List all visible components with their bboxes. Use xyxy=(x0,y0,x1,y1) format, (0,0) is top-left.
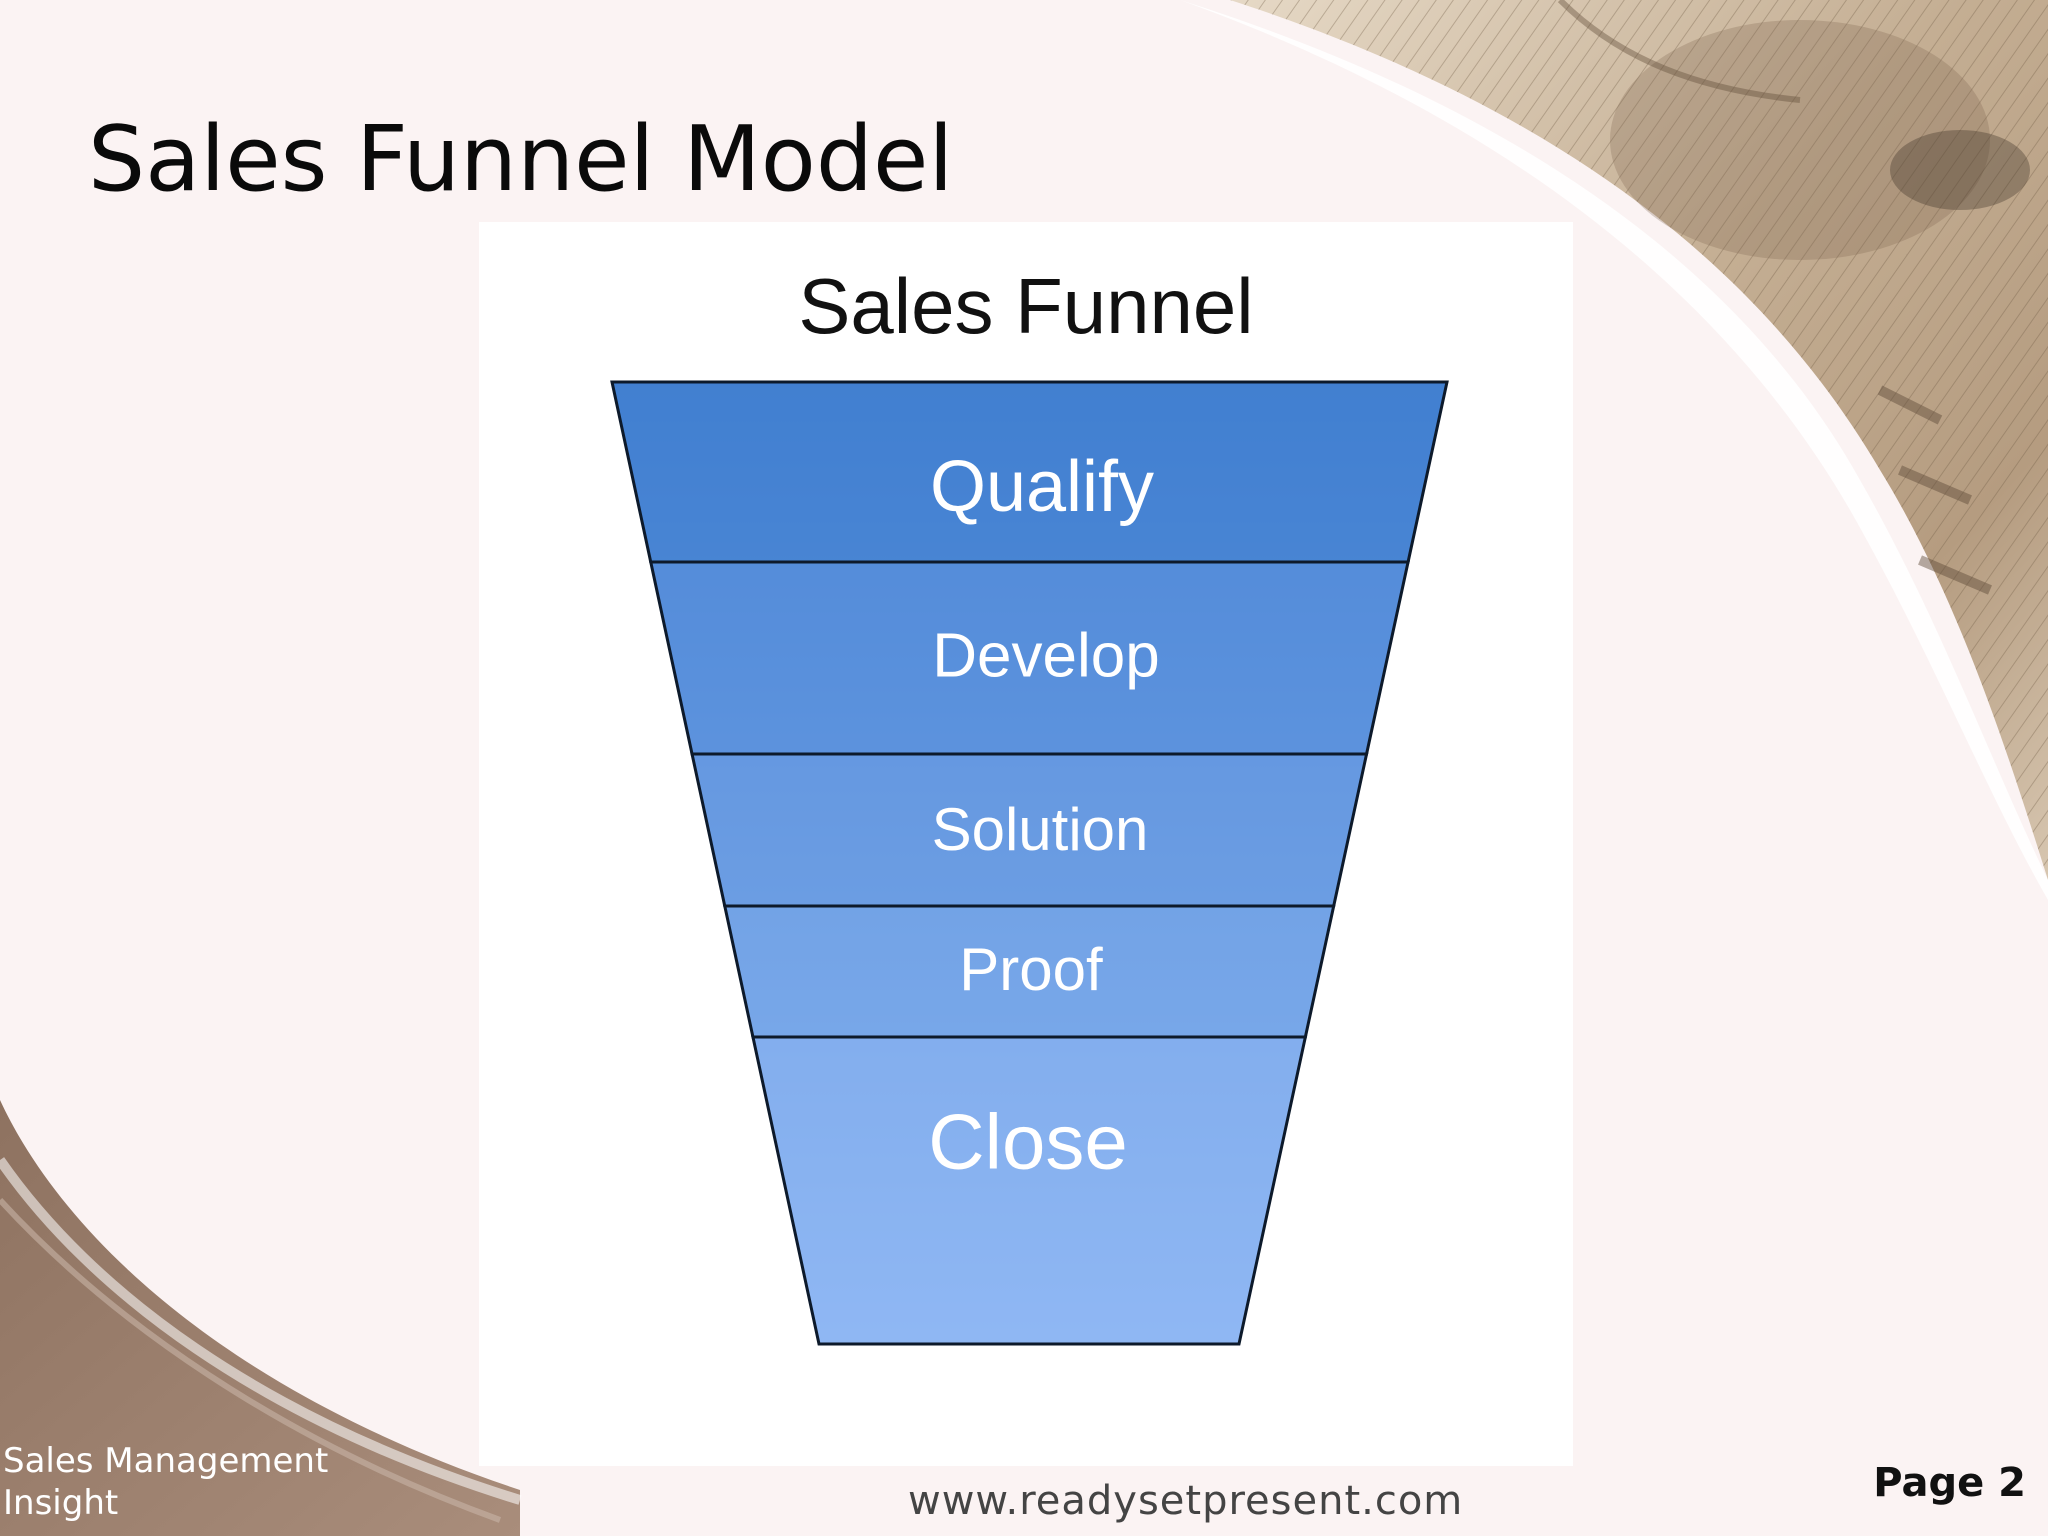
funnel-stage-label: Solution xyxy=(932,796,1149,863)
funnel-stage-label: Close xyxy=(928,1098,1127,1186)
footer-brand: Sales Management Insight xyxy=(3,1441,329,1523)
funnel-title: Sales Funnel xyxy=(798,262,1254,350)
page-number: Page 2 xyxy=(1873,1460,2026,1506)
brown-swoosh xyxy=(0,1100,520,1536)
funnel-stage-close xyxy=(751,1035,1308,1346)
funnel-stage-label: Develop xyxy=(932,621,1159,690)
funnel-stage-label: Proof xyxy=(959,936,1103,1003)
slide-title: Sales Funnel Model xyxy=(88,107,954,212)
footer-url[interactable]: www.readysetpresent.com xyxy=(908,1478,1464,1524)
funnel-stage-label: Qualify xyxy=(930,447,1154,527)
